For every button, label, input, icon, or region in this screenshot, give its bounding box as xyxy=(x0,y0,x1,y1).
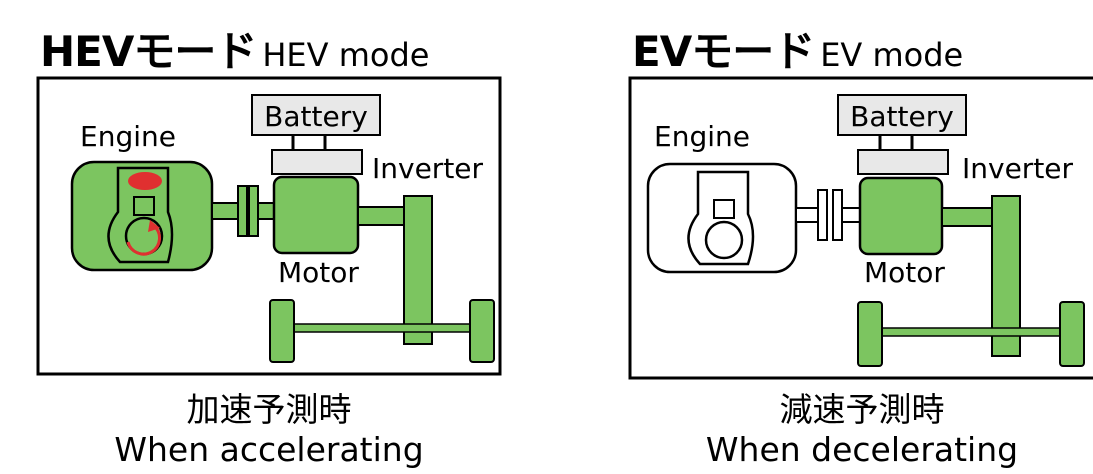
ev-caption-jp: 減速予測時 xyxy=(779,390,945,429)
ev-inverter-box xyxy=(857,149,949,175)
ev-wheel-left xyxy=(857,301,883,367)
hev-rotation-arrowhead-icon xyxy=(148,220,160,232)
hev-mode-title-en: HEV mode xyxy=(262,36,430,74)
ev-caption-en: When decelerating xyxy=(705,430,1019,469)
ev-mode-title-jp: EVモード xyxy=(632,27,815,76)
ev-motor-body xyxy=(858,176,944,256)
hev-combustion-icon xyxy=(128,172,162,190)
hev-engine-piston xyxy=(133,196,155,216)
hev-shaft-engine xyxy=(211,202,239,220)
ev-axle xyxy=(879,327,1061,337)
ev-mode-title-en: EV mode xyxy=(820,36,964,74)
ev-caption: 減速予測時 When decelerating xyxy=(622,390,1093,470)
ev-wheel-right xyxy=(1059,301,1085,367)
hev-wheel-right xyxy=(469,299,495,363)
ev-inverter-label: Inverter xyxy=(962,152,1074,185)
hev-shaft-clutch xyxy=(257,202,275,220)
hev-wheel-left xyxy=(269,299,295,363)
hev-clutch-left xyxy=(237,185,248,237)
hev-rotation-arrow-icon xyxy=(126,224,161,256)
hev-mode-title-jp: HEVモード xyxy=(40,27,257,76)
hev-motor-body xyxy=(272,175,360,255)
ev-shaft-engine xyxy=(795,207,819,223)
ev-engine-label: Engine xyxy=(654,120,750,153)
hev-battery-label: Battery xyxy=(264,100,368,133)
hev-battery-box xyxy=(251,94,381,136)
hev-caption-jp: 加速予測時 xyxy=(186,390,352,429)
hev-engine-label: Engine xyxy=(80,120,176,153)
hev-clutch-right xyxy=(248,185,259,237)
hev-inverter-box xyxy=(271,149,363,175)
hev-motor-label: Motor xyxy=(278,256,359,289)
hev-axle xyxy=(293,323,471,333)
hev-inverter-label: Inverter xyxy=(372,152,484,185)
hev-caption-en: When accelerating xyxy=(114,430,424,469)
ev-diagram: Battery Inverter Engine Motor xyxy=(628,76,1093,380)
ev-clutch-right xyxy=(832,189,843,241)
ev-output-shaft xyxy=(941,207,993,227)
ev-shaft-clutch xyxy=(841,207,861,223)
ev-battery-label: Battery xyxy=(850,100,954,133)
ev-engine-crank xyxy=(704,220,744,260)
hev-diagram: Battery Inverter Engine Motor xyxy=(36,76,502,376)
hev-drive-column xyxy=(403,195,433,345)
hev-caption: 加速予測時 When accelerating xyxy=(29,390,509,470)
ev-battery-box xyxy=(837,94,967,136)
ev-motor-label: Motor xyxy=(864,256,945,289)
hev-output-shaft xyxy=(357,206,405,226)
ev-clutch-left xyxy=(817,189,828,241)
ev-engine-piston xyxy=(713,199,735,219)
